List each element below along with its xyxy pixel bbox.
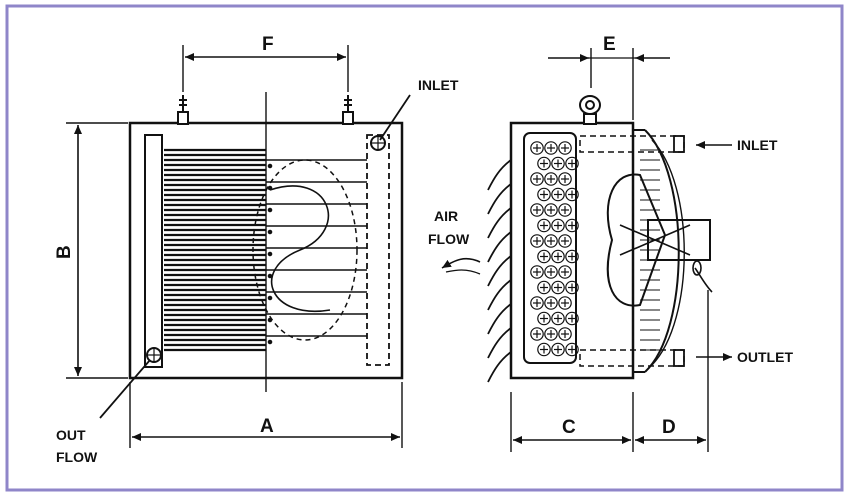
coil-tube-end — [544, 172, 558, 186]
power-cable — [694, 267, 713, 293]
tube-dot — [267, 163, 273, 169]
coil-tube-end — [558, 265, 572, 279]
coil-tube-end — [565, 311, 579, 326]
coil-tube-end — [537, 342, 551, 357]
front-view — [66, 45, 411, 448]
coil-tube-end — [537, 218, 551, 233]
return-header — [366, 134, 390, 366]
coil-tube-end — [565, 342, 579, 357]
coil-tube-end — [530, 234, 544, 248]
coil-tube-end — [544, 327, 558, 341]
coil-tube-end — [537, 311, 551, 326]
inlet-label-side: INLET — [737, 137, 778, 153]
coil-tube-end — [558, 141, 572, 155]
coil-tube-end — [565, 280, 579, 295]
coil-tube-end — [558, 203, 572, 217]
tube-dot — [267, 229, 273, 235]
air-label: AIR — [434, 208, 458, 224]
louver-blade — [487, 231, 512, 263]
coil-tube-end — [544, 296, 558, 310]
coil-tube-end — [551, 342, 565, 357]
coil-tube-ends — [530, 141, 579, 357]
coil-tube-end — [551, 218, 565, 233]
coil-tube-end — [551, 156, 565, 171]
tube-dot — [267, 339, 273, 345]
hanger-bolt-left — [177, 95, 189, 125]
fan-blade-front — [269, 185, 331, 313]
dimension-c-label: C — [562, 417, 576, 438]
coil-tube-end — [544, 265, 558, 279]
tube-dot — [267, 295, 273, 301]
louver-blade — [487, 351, 512, 383]
coil-tube-end — [565, 249, 579, 264]
coil-tube-end — [544, 141, 558, 155]
coil-block — [523, 132, 577, 364]
side-view — [487, 48, 732, 452]
louver-blade — [487, 303, 512, 335]
dimension-f-label: F — [262, 34, 274, 55]
coil-tube-end — [537, 187, 551, 202]
coil-tube-end — [565, 156, 579, 171]
tube-dot — [267, 207, 273, 213]
coil-tube-end — [551, 280, 565, 295]
coil-tube-end — [530, 327, 544, 341]
diagram-border — [5, 4, 844, 492]
louver-blade — [487, 279, 512, 311]
coil-tube-end — [558, 172, 572, 186]
fan-motor — [647, 219, 711, 261]
eye-bolt — [579, 95, 601, 125]
coil-tubes — [266, 159, 367, 345]
tube-dot — [267, 273, 273, 279]
coil-tube-end — [551, 187, 565, 202]
dimension-d-label: D — [662, 417, 676, 438]
coil-tube-end — [537, 280, 551, 295]
louver-blade — [487, 159, 512, 191]
louver-blade — [487, 207, 512, 239]
coil-tube-end — [558, 327, 572, 341]
tube-dot — [267, 251, 273, 257]
flow-label: FLOW — [428, 231, 470, 247]
coil-fins — [164, 148, 266, 352]
left-header — [144, 134, 163, 368]
fan-guard — [644, 129, 680, 373]
louver-blade — [487, 183, 512, 215]
coil-tube-end — [530, 203, 544, 217]
coil-tube-end — [558, 234, 572, 248]
out-label: OUT — [56, 427, 86, 443]
coil-tube-end — [544, 203, 558, 217]
coil-tube-end — [558, 296, 572, 310]
coil-tube-end — [530, 296, 544, 310]
out-flow-label: FLOW — [56, 449, 98, 465]
coil-tube-end — [530, 172, 544, 186]
coil-tube-end — [530, 141, 544, 155]
fan-outline — [252, 159, 358, 341]
louver-blade — [487, 327, 512, 359]
coil-tube-end — [537, 249, 551, 264]
air-flow-arrow — [441, 257, 481, 269]
coil-tube-end — [530, 265, 544, 279]
dimension-e-label: E — [603, 34, 616, 55]
louvers — [487, 159, 512, 383]
coil-tube-end — [565, 187, 579, 202]
dimension-a-label: A — [260, 416, 274, 437]
coil-tube-end — [551, 249, 565, 264]
hanger-bolt-right — [342, 95, 354, 125]
dimension-b-label: B — [54, 245, 75, 259]
coil-tube-end — [537, 156, 551, 171]
coil-tube-end — [551, 311, 565, 326]
coil-tube-end — [544, 234, 558, 248]
outlet-label: OUTLET — [737, 349, 793, 365]
inlet-label-front: INLET — [418, 77, 459, 93]
coil-tube-end — [565, 218, 579, 233]
louver-blade — [487, 255, 512, 287]
